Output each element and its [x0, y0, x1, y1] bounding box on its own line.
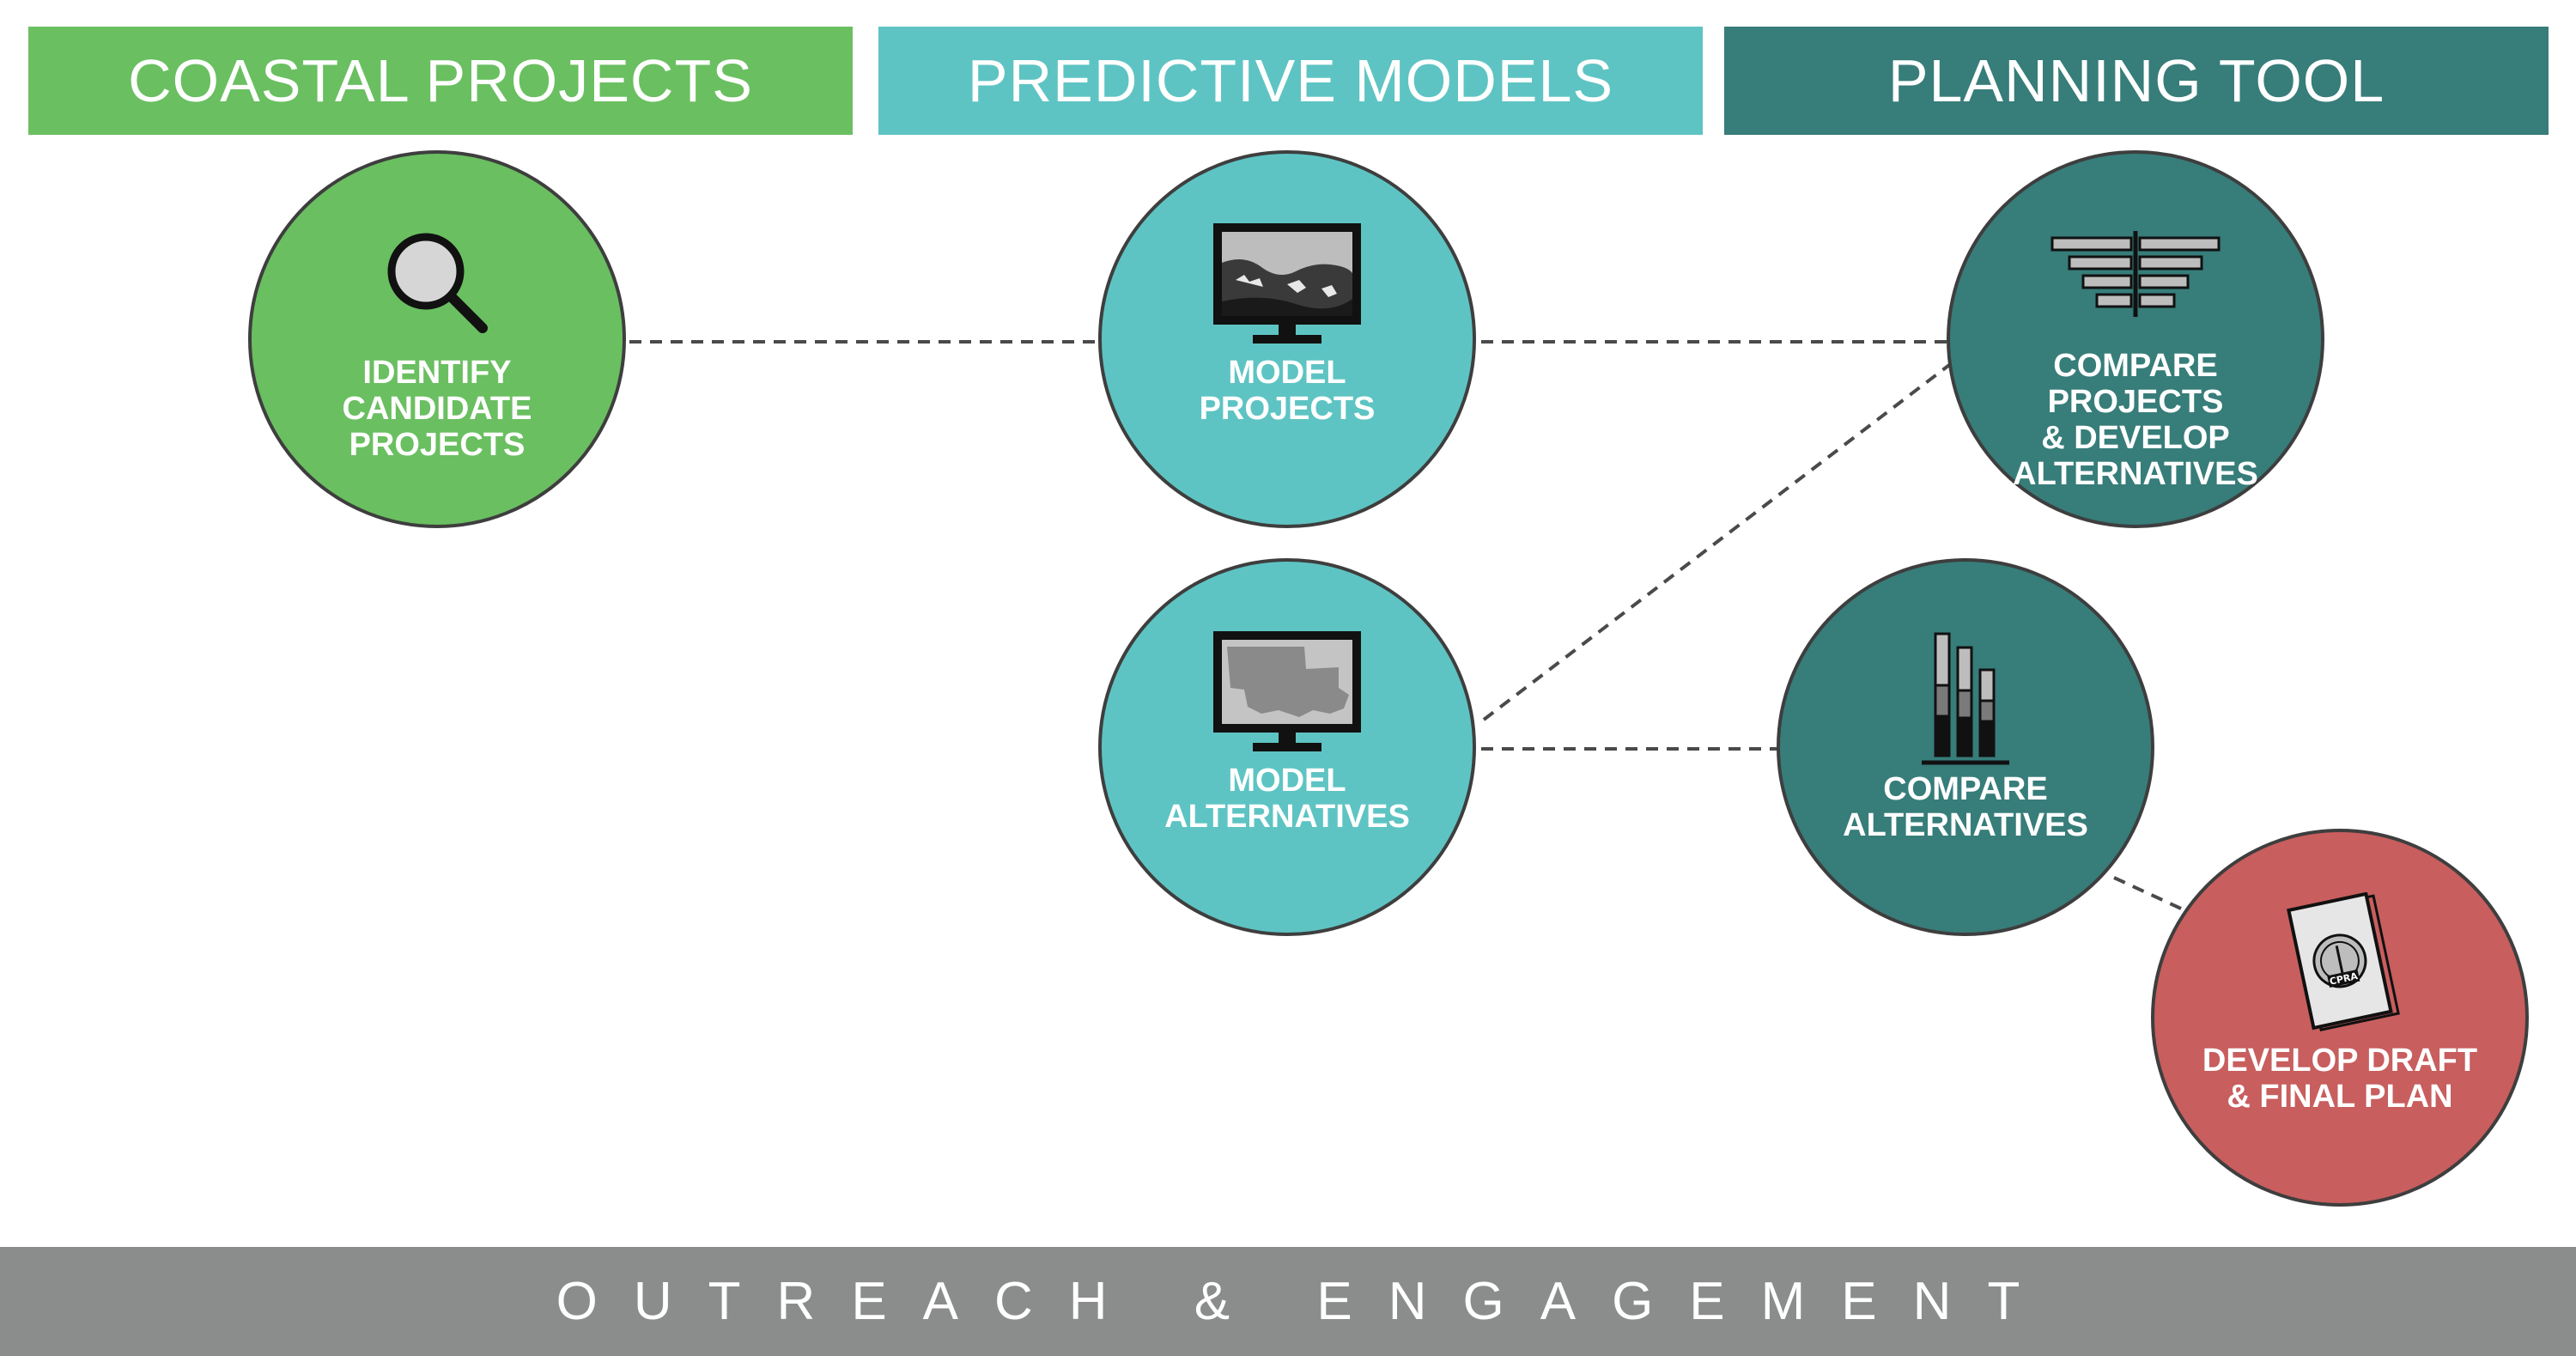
header-predictive-models: PREDICTIVE MODELS	[878, 27, 1703, 135]
node-compare-alternatives: COMPARE ALTERNATIVES	[1777, 558, 2154, 936]
connector-model-alternatives-to-compare-projects	[1482, 361, 1954, 721]
node-label: COMPARE PROJECTS & DEVELOP ALTERNATIVES	[2013, 348, 2258, 492]
node-label: MODEL ALTERNATIVES	[1164, 763, 1410, 835]
node-label: COMPARE ALTERNATIVES	[1843, 771, 2088, 843]
bar-chart-icon	[1918, 630, 2013, 768]
node-identify-candidate-projects: IDENTIFY CANDIDATE PROJECTS	[248, 150, 626, 528]
node-compare-projects-develop-alternatives: COMPARE PROJECTS & DEVELOP ALTERNATIVES	[1947, 150, 2324, 528]
monitor-map-icon	[1210, 631, 1364, 752]
monitor-coast-icon	[1210, 223, 1364, 344]
plan-book-icon: CPRA	[2275, 891, 2404, 1036]
footer-label: OUTREACH & ENGAGEMENT	[556, 1272, 2057, 1331]
node-model-projects: MODEL PROJECTS	[1098, 150, 1476, 528]
magnifier-icon	[381, 224, 493, 344]
node-label: MODEL PROJECTS	[1199, 355, 1376, 427]
node-label: IDENTIFY CANDIDATE PROJECTS	[342, 355, 532, 463]
connector-compare-alternatives-to-plan	[2113, 876, 2182, 910]
header-planning-tool: PLANNING TOOL	[1724, 27, 2549, 135]
tornado-chart-icon	[2045, 214, 2226, 334]
footer-banner: OUTREACH & ENGAGEMENT	[0, 1247, 2576, 1356]
node-label: DEVELOP DRAFT & FINAL PLAN	[2202, 1043, 2478, 1115]
header-coastal-projects: COASTAL PROJECTS	[28, 27, 853, 135]
node-model-alternatives: MODEL ALTERNATIVES	[1098, 558, 1476, 936]
node-develop-draft-final-plan: CPRA DEVELOP DRAFT & FINAL PLAN	[2151, 829, 2529, 1207]
